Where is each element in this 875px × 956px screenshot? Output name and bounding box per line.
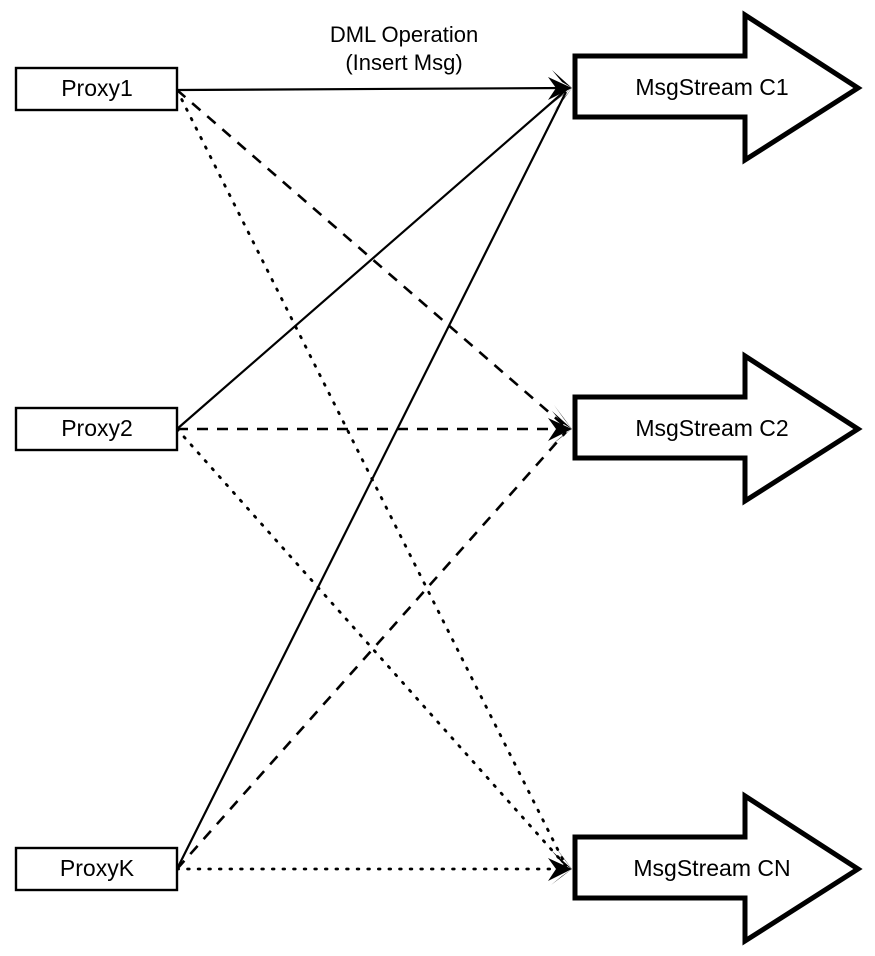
arrowhead-c1-main [548,77,572,100]
arrowhead-c1-upper [552,70,572,88]
edge-caption-line1: DML Operation [330,22,478,47]
edge-layer [175,86,568,871]
proxy1-box[interactable] [14,66,179,112]
edge-proxy1-to-stream-c1 [176,86,567,92]
edge-caption-line2: (Insert Msg) [345,50,462,75]
arrowhead-c2-main [548,418,572,441]
stream-node-c1[interactable]: MsgStream C1 [572,10,863,165]
arrowhead-stream-c2 [548,405,572,447]
arrowhead-c1-lower2 [553,88,572,112]
stream-cn-arrow-shape[interactable] [572,791,863,946]
proxyk-label: ProxyK [60,855,135,881]
arrowhead-cn-upper [552,851,572,869]
stream-c1-label: MsgStream C1 [635,74,788,100]
proxy-node-proxy1[interactable]: Proxy1 [14,66,179,112]
proxyk-box[interactable] [14,846,179,892]
stream-node-cn[interactable]: MsgStream CN [572,791,863,946]
edge-proxyk-to-stream-c1 [176,91,567,870]
stream-c2-label: MsgStream C2 [635,415,788,441]
stream-c2-arrow-shape[interactable] [572,351,863,506]
edge-proxy1-to-stream-c2 [176,89,567,428]
edge-proxyk-to-stream-c2 [176,431,567,870]
proxy2-box[interactable] [14,406,179,452]
proxy2-label: Proxy2 [61,415,133,441]
stream-node-layer: MsgStream C1 MsgStream C2 MsgStream CN [572,10,863,946]
proxy-node-layer: Proxy1 Proxy2 ProxyK [14,66,179,892]
arrowhead-stream-c1 [548,70,572,112]
proxy-node-proxyk[interactable]: ProxyK [14,846,179,892]
stream-c1-arrow-shape[interactable] [572,10,863,165]
edge-proxy2-to-stream-cn [175,427,568,868]
edge-proxy2-to-stream-c1 [176,89,567,430]
arrowhead-c2-upper [552,411,572,429]
arrowhead-stream-cn [548,845,572,885]
edge-caption: DML Operation (Insert Msg) [330,22,478,75]
arrowhead-c2-upper2 [554,405,572,429]
proxy1-label: Proxy1 [61,75,133,101]
arrowhead-cn-upper2 [554,845,572,869]
arrowhead-c2-lower [549,429,572,447]
arrowhead-c1-lower [549,88,572,106]
edge-proxy1-to-stream-cn [175,88,568,868]
arrowhead-cn-lower [551,869,572,885]
arrowhead-cn-main [548,858,572,881]
stream-node-c2[interactable]: MsgStream C2 [572,351,863,506]
proxy-node-proxy2[interactable]: Proxy2 [14,406,179,452]
arrowhead-layer [548,70,572,885]
stream-cn-label: MsgStream CN [633,855,790,881]
